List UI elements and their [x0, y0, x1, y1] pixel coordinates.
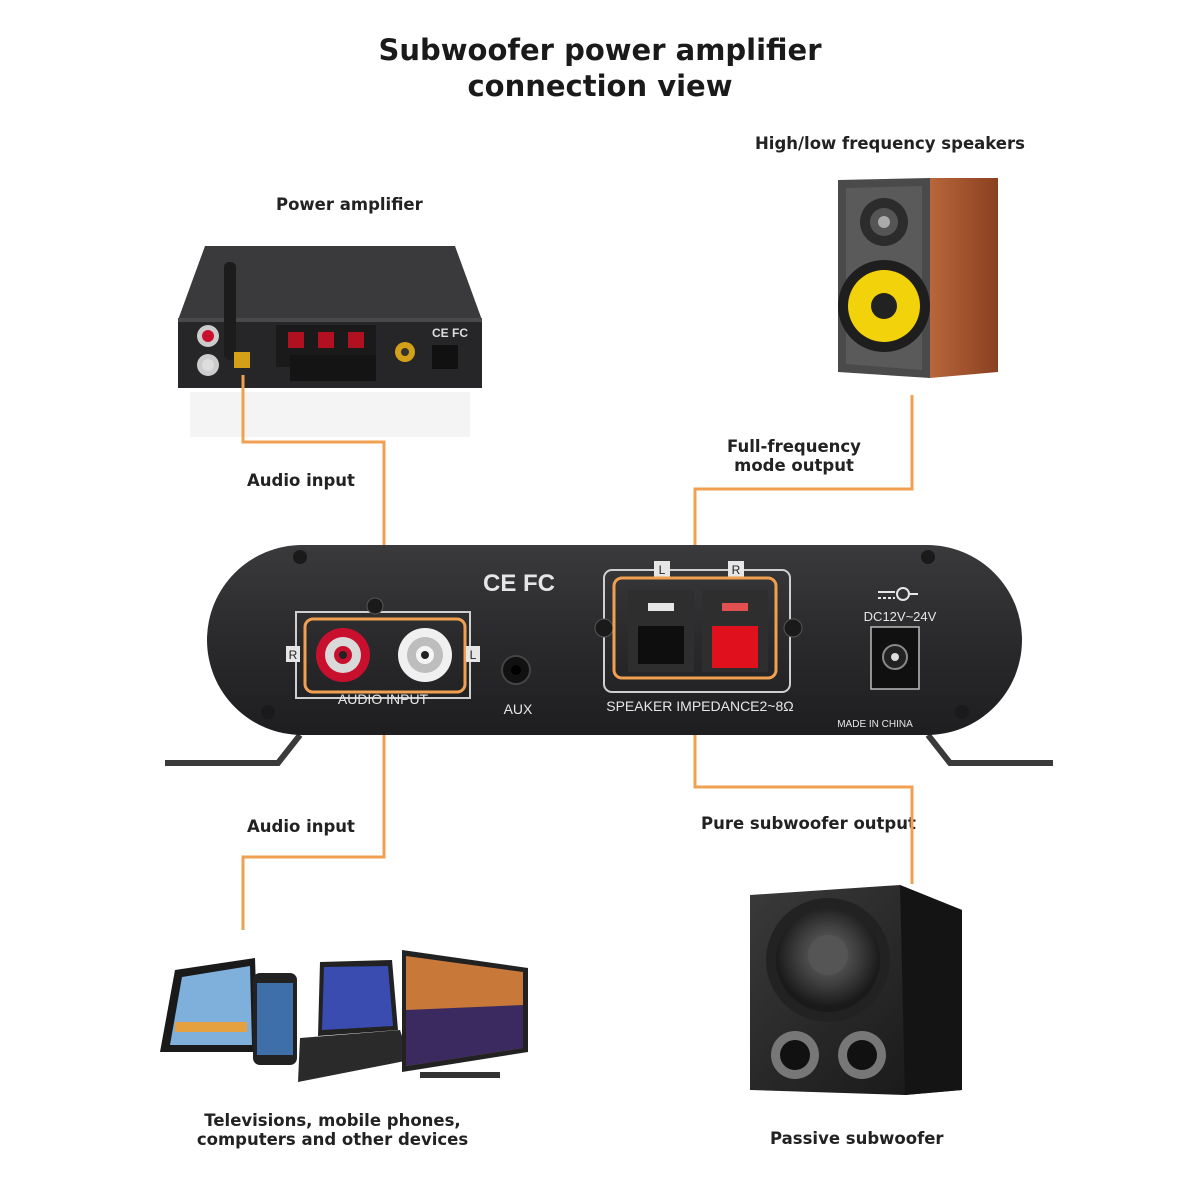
full-frequency-output-label: Full-frequency mode output	[727, 437, 861, 475]
title-line-2: connection view	[467, 69, 733, 103]
power-amplifier-image: CE FC	[178, 246, 482, 437]
devices-label: Televisions, mobile phones, computers an…	[196, 1111, 469, 1149]
dc-voltage-text: DC12V~24V	[864, 609, 937, 624]
speakers-label: High/low frequency speakers	[755, 134, 1025, 153]
audio-input-top-label: Audio input	[247, 471, 355, 490]
audio-input-panel-text: AUDIO INPUT	[338, 691, 429, 707]
audio-input-line-bottom	[241, 680, 386, 930]
speaker-r-mark: R	[732, 563, 741, 577]
audio-input-bottom-label: Audio input	[247, 817, 355, 836]
diagram-title: Subwoofer power amplifier connection vie…	[0, 32, 1200, 104]
title-line-1: Subwoofer power amplifier	[378, 33, 822, 67]
full-frequency-line	[693, 395, 914, 578]
svg-text:CE FC: CE FC	[432, 326, 468, 340]
power-amplifier-label: Power amplifier	[276, 195, 423, 214]
audio-r-mark: R	[289, 648, 298, 662]
subwoofer-image	[750, 885, 962, 1095]
ce-fc-mark: CE FC	[483, 570, 555, 597]
aux-label: AUX	[504, 701, 533, 717]
pure-subwoofer-output-label: Pure subwoofer output	[701, 814, 916, 833]
audio-l-mark: L	[470, 648, 477, 662]
bookshelf-speaker-image	[838, 178, 998, 378]
dc-power-symbol-icon	[878, 587, 918, 601]
made-in-china-text: MADE IN CHINA	[837, 719, 913, 730]
speaker-l-mark: L	[659, 563, 666, 577]
passive-subwoofer-label: Passive subwoofer	[770, 1129, 944, 1148]
speaker-impedance-text: SPEAKER IMPEDANCE2~8Ω	[606, 698, 793, 714]
audio-input-line-top	[241, 375, 386, 617]
amplifier-rear-panel: CE FC R L AUDIO INPUT AUX L R	[165, 545, 1053, 766]
devices-image	[160, 950, 528, 1082]
